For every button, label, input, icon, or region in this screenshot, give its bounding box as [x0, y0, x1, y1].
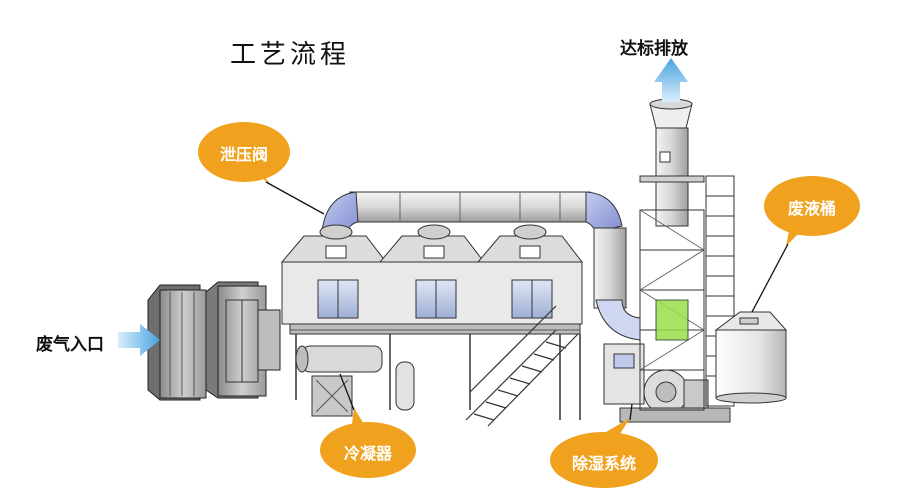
exhaust-label: 达标排放	[620, 39, 688, 59]
down-duct	[593, 227, 627, 309]
top-duct	[349, 191, 591, 223]
inlet-arrow	[118, 324, 160, 356]
exhaust-stack	[639, 98, 705, 411]
inlet-filter-box-front	[147, 284, 207, 401]
leader-dehumidifier	[629, 403, 633, 421]
adsorption-beds	[280, 224, 584, 335]
inlet-label: 废气入口	[36, 335, 104, 355]
callout-bubble-condenser	[320, 408, 416, 478]
staircase	[465, 305, 579, 427]
callout-bubble-dehumidifier	[550, 418, 658, 488]
page-title: 工艺流程	[230, 40, 351, 70]
support-frame	[295, 334, 581, 420]
right-elbow	[585, 191, 623, 233]
relief-valve-label: 泄压阀	[219, 145, 268, 164]
condenser-label: 冷凝器	[343, 444, 392, 463]
waste-drum	[714, 311, 788, 404]
exhaust-arrow	[654, 58, 688, 102]
leader-waste-drum	[751, 243, 789, 313]
dehumidifier-label: 除湿系统	[571, 454, 636, 473]
leader-relief-valve	[265, 181, 325, 215]
waste-drum-label: 废液桶	[787, 199, 836, 218]
condenser-unit	[295, 345, 415, 417]
inlet-filter-box-rear	[205, 281, 267, 399]
leader-condenser	[339, 373, 355, 411]
lower-elbow	[595, 299, 641, 341]
inlet-connector	[257, 309, 281, 371]
callout-bubble-waste-drum	[764, 176, 860, 246]
